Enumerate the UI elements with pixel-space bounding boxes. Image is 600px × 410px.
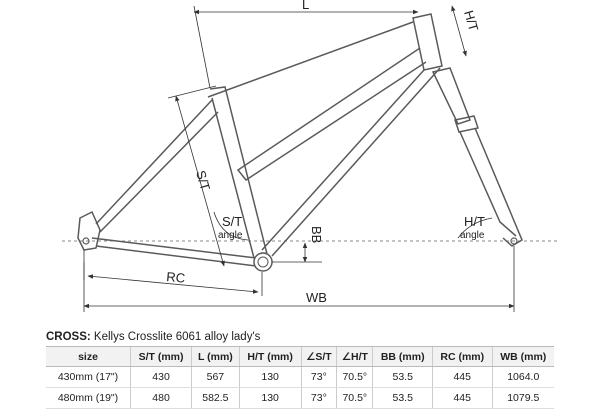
table-cell: 445 bbox=[431, 366, 492, 388]
header-seat-angle: ∠S/T bbox=[300, 346, 337, 367]
head-tube-dim-line bbox=[451, 5, 467, 57]
front-axle bbox=[510, 237, 518, 245]
table-row: 480mm (19") 480 582.5 130 73° 70.5° 53.5… bbox=[46, 387, 554, 409]
seat-tube-label: S/T bbox=[193, 169, 213, 193]
frame-geometry-diagram: L H/T S/T S/T angle BB H/T angle RC WB bbox=[62, 0, 560, 312]
table-cell: 480 bbox=[129, 387, 192, 409]
table-header-row: size S/T (mm) L (mm) H/T (mm) ∠S/T ∠H/T … bbox=[46, 346, 554, 367]
table-cell: 567 bbox=[191, 366, 240, 388]
length-label: L bbox=[302, 0, 309, 12]
header-seat-tube: S/T (mm) bbox=[129, 346, 192, 367]
caption-prefix: CROSS: bbox=[46, 331, 91, 343]
bottom-bracket-shell bbox=[253, 252, 273, 272]
seat-angle-label-1: S/T bbox=[222, 214, 242, 229]
wb-label: WB bbox=[306, 290, 327, 305]
length-dim-ext-left bbox=[193, 5, 211, 89]
head-angle-arc bbox=[457, 217, 493, 239]
fork-leg bbox=[459, 127, 523, 247]
table-cell: 430mm (17") bbox=[46, 366, 131, 388]
head-angle-label-1: H/T bbox=[464, 214, 485, 229]
table-cell: 53.5 bbox=[372, 366, 433, 388]
rear-axle bbox=[82, 237, 90, 245]
table-cell: 130 bbox=[238, 366, 302, 388]
table-cell: 430 bbox=[129, 366, 192, 388]
rear-dropout bbox=[77, 210, 101, 251]
table-cell: 1079.5 bbox=[491, 387, 554, 409]
table-cell: 582.5 bbox=[191, 387, 240, 409]
table-cell: 70.5° bbox=[336, 387, 373, 409]
header-head-angle: ∠H/T bbox=[336, 346, 373, 367]
table-cell: 73° bbox=[300, 387, 337, 409]
header-wb: WB (mm) bbox=[491, 346, 554, 367]
head-angle-label-2: angle bbox=[460, 230, 485, 241]
table-cell: 445 bbox=[431, 387, 492, 409]
seat-tube-dim-line bbox=[175, 95, 225, 267]
chain-stay bbox=[91, 237, 257, 267]
seat-stay bbox=[95, 99, 219, 233]
table-caption: CROSS: Kellys Crosslite 6061 alloy lady'… bbox=[46, 331, 260, 343]
head-tube bbox=[412, 13, 443, 71]
fork-steerer bbox=[431, 67, 471, 125]
seat-tube-dim-ext bbox=[167, 85, 217, 99]
header-head-tube: H/T (mm) bbox=[238, 346, 302, 367]
table-cell: 480mm (19") bbox=[46, 387, 131, 409]
rc-dim-line bbox=[87, 274, 259, 294]
table-cell: 1064.0 bbox=[491, 366, 554, 388]
down-tube bbox=[261, 67, 441, 257]
table-cell: 73° bbox=[300, 366, 337, 388]
head-tube-label: H/T bbox=[461, 9, 481, 33]
top-tube bbox=[207, 21, 427, 182]
header-length: L (mm) bbox=[191, 346, 240, 367]
seat-angle-label-2: angle bbox=[218, 230, 243, 241]
seat-angle-arc bbox=[213, 211, 249, 241]
bottom-bracket-center bbox=[257, 256, 269, 268]
table-cell: 130 bbox=[238, 387, 302, 409]
bb-label: BB bbox=[309, 226, 324, 243]
header-size: size bbox=[46, 346, 131, 367]
header-rc: RC (mm) bbox=[431, 346, 492, 367]
table-cell: 53.5 bbox=[372, 387, 433, 409]
geometry-table: size S/T (mm) L (mm) H/T (mm) ∠S/T ∠H/T … bbox=[46, 346, 554, 409]
caption-text: Kellys Crosslite 6061 alloy lady's bbox=[90, 331, 261, 343]
table-row: 430mm (17") 430 567 130 73° 70.5° 53.5 4… bbox=[46, 366, 554, 388]
header-bb: BB (mm) bbox=[372, 346, 433, 367]
rc-label: RC bbox=[166, 269, 186, 286]
table-cell: 70.5° bbox=[336, 366, 373, 388]
fork-crown bbox=[454, 115, 479, 133]
